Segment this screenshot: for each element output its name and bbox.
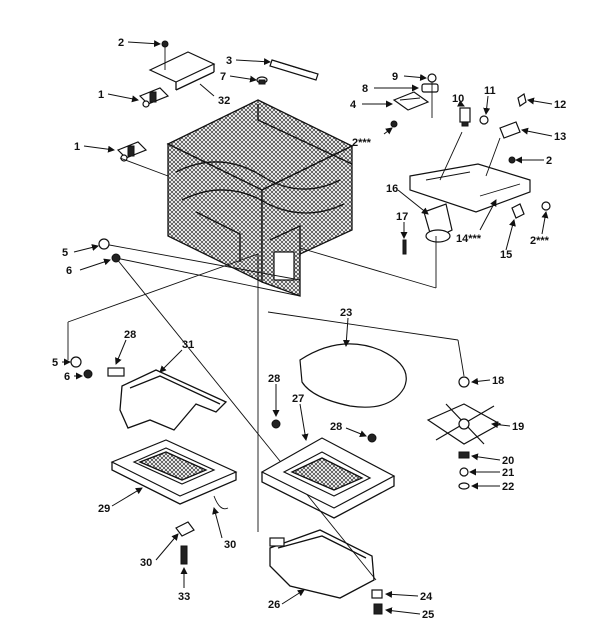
callout-26: 26 [268, 599, 280, 611]
callout-5: 5 [52, 357, 58, 369]
bushing-8 [421, 83, 439, 93]
screw-2-a [390, 120, 398, 128]
callout-5: 5 [62, 247, 68, 259]
stirrer-19 [426, 403, 502, 445]
cover-4 [392, 91, 430, 111]
switch-10 [459, 107, 471, 127]
callout-3: 3 [226, 55, 232, 67]
screw-2-c [541, 201, 551, 211]
callout-2: 2 [546, 155, 552, 167]
callout-labels: 2 1 1 3 7 32 9 8 4 10 11 12 13 2*** 2 16… [52, 37, 566, 621]
callout-24: 24 [420, 591, 433, 603]
callout-30: 30 [224, 539, 236, 551]
nut-11 [479, 115, 489, 125]
screw-28-left [271, 419, 281, 429]
oven-cavity [166, 99, 354, 297]
callout-14: 14*** [456, 233, 482, 245]
callout-30: 30 [140, 557, 152, 569]
callout-1: 1 [98, 89, 104, 101]
bushing-18 [458, 376, 470, 388]
callout-29: 29 [98, 503, 110, 515]
callout-22: 22 [502, 481, 514, 493]
nut-24 [371, 589, 383, 599]
callout-11: 11 [484, 85, 496, 97]
callout-10: 10 [452, 93, 464, 105]
callout-18: 18 [492, 375, 504, 387]
connector-lines [67, 157, 465, 581]
heating-element-26 [269, 529, 375, 599]
callout-2: 2*** [530, 235, 550, 247]
motor-16 [423, 203, 453, 243]
callout-25: 25 [422, 609, 434, 621]
screw-25 [373, 603, 383, 615]
clip-15 [511, 203, 525, 219]
callout-20: 20 [502, 455, 514, 467]
bushing-5-lower [70, 356, 82, 368]
callout-12: 12 [554, 99, 566, 111]
screw-12 [517, 93, 527, 107]
callout-6: 6 [66, 265, 72, 277]
callout-27: 27 [292, 393, 304, 405]
washer-22 [458, 482, 470, 490]
callout-28: 28 [268, 373, 280, 385]
element-pan-29 [110, 439, 238, 510]
vent-strip-3 [269, 59, 319, 81]
callout-28: 28 [330, 421, 342, 433]
mount-plate-14 [409, 131, 531, 213]
callout-6: 6 [64, 371, 70, 383]
washer-20 [458, 451, 470, 459]
glass-tray-23 [299, 343, 407, 408]
hinge-bracket-1-upper [138, 87, 170, 108]
callout-13: 13 [554, 131, 566, 143]
screw-2-b [508, 156, 516, 164]
grommet-7 [256, 76, 268, 85]
callout-31: 31 [182, 339, 194, 351]
callout-2: 2*** [352, 137, 372, 149]
callout-19: 19 [512, 421, 524, 433]
callout-23: 23 [340, 307, 352, 319]
callout-32: 32 [218, 95, 230, 107]
callout-8: 8 [362, 83, 368, 95]
callout-16: 16 [386, 183, 398, 195]
latch-13 [499, 121, 521, 139]
callout-21: 21 [502, 467, 514, 479]
nut-6-upper [111, 253, 121, 263]
callout-2: 2 [118, 37, 124, 49]
callout-4: 4 [350, 99, 357, 111]
callout-28: 28 [124, 329, 136, 341]
hinge-bracket-1-lower [116, 141, 148, 162]
leader-lines [62, 40, 553, 615]
bushing-5-upper [98, 238, 110, 250]
callout-33: 33 [178, 591, 190, 603]
bracket-30 [175, 521, 195, 565]
callout-1: 1 [74, 141, 80, 153]
element-pan-27 [260, 437, 396, 519]
heating-element-31 [107, 367, 228, 431]
screw-28-right [367, 433, 377, 443]
screw-9 [427, 73, 437, 118]
callout-17: 17 [396, 211, 408, 223]
screw-17 [402, 239, 407, 255]
top-bracket-32 [148, 40, 216, 91]
spacer-21 [459, 467, 469, 477]
callout-15: 15 [500, 249, 512, 261]
callout-7: 7 [220, 71, 226, 83]
callout-9: 9 [392, 71, 398, 83]
nut-6-lower [83, 369, 93, 379]
